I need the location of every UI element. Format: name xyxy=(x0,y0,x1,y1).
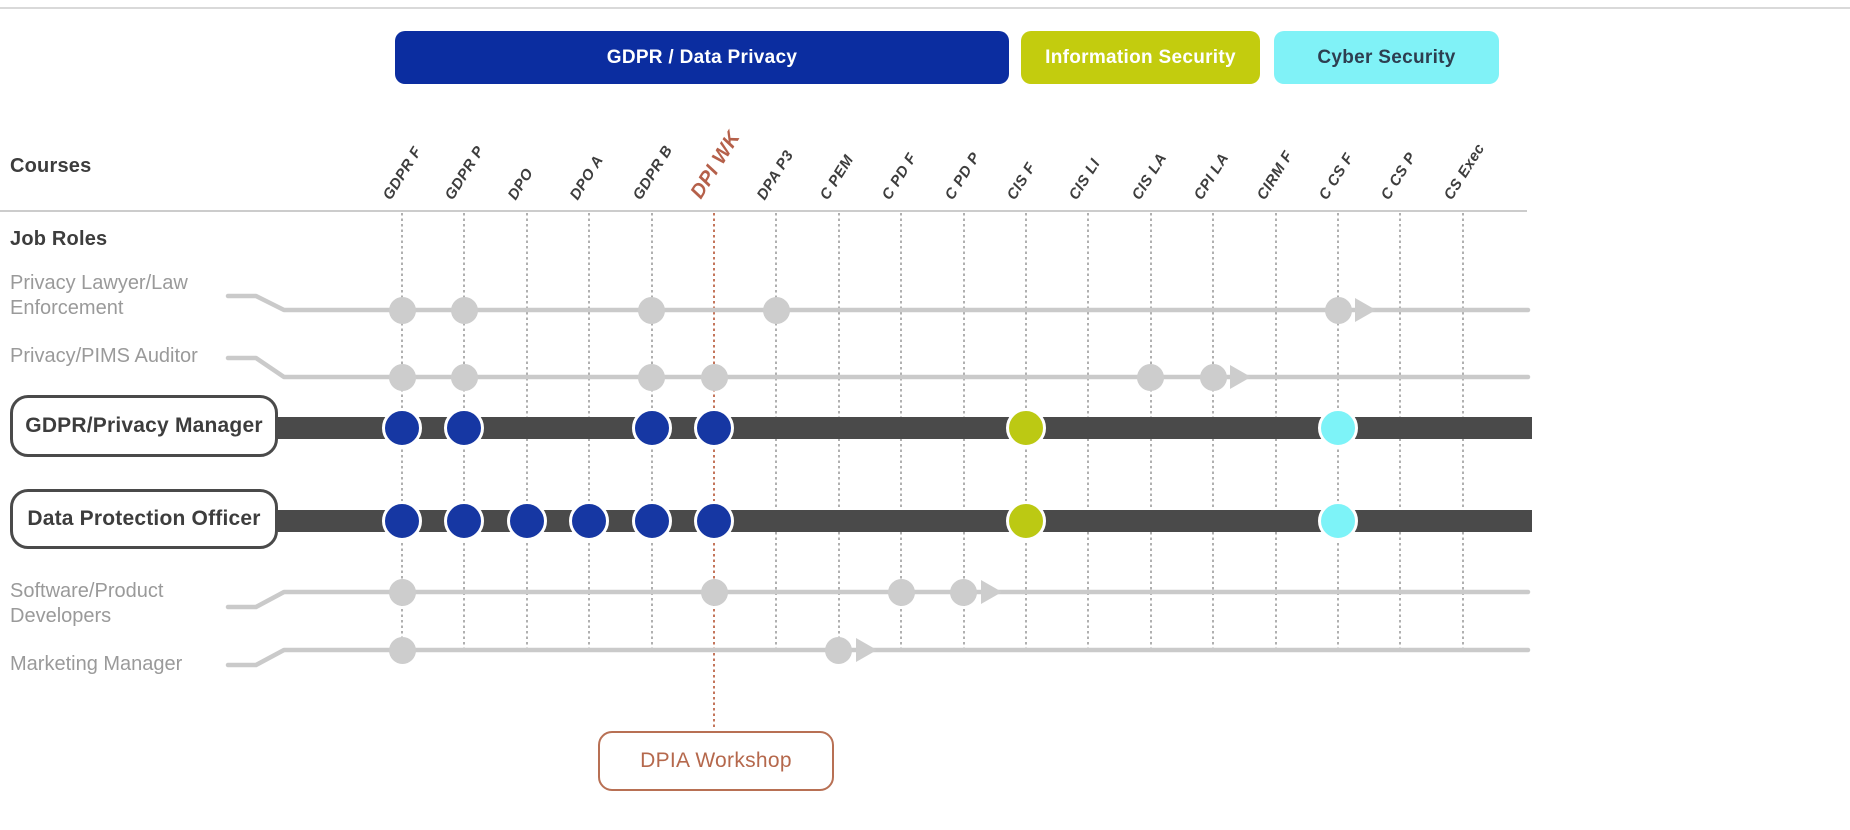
arrow-right-icon xyxy=(855,638,877,662)
course-dot xyxy=(825,636,853,664)
course-label: GDPR F xyxy=(379,143,426,203)
course-dot xyxy=(700,363,728,391)
course-dot xyxy=(1006,501,1046,541)
course-label: GDPR P xyxy=(441,143,489,203)
course-dot xyxy=(694,501,734,541)
course-label: C CS P xyxy=(1377,149,1421,203)
course-label: CPI LA xyxy=(1190,150,1233,203)
arrow-right-icon xyxy=(980,580,1002,604)
course-label: CIS LI xyxy=(1065,155,1105,203)
course-label: DPO A xyxy=(566,152,608,203)
course-dot xyxy=(450,363,478,391)
course-dot xyxy=(1006,408,1046,448)
course-dot xyxy=(388,363,416,391)
job-roles-heading: Job Roles xyxy=(10,228,108,250)
course-gridline xyxy=(713,213,715,730)
course-dot xyxy=(887,578,915,606)
role-label-line: Privacy/PIMS Auditor xyxy=(10,345,198,367)
course-label: GDPR B xyxy=(629,142,676,203)
course-dot xyxy=(762,296,790,324)
category-banner: Cyber Security xyxy=(1274,31,1499,84)
course-dot xyxy=(1137,363,1165,391)
course-dot xyxy=(694,408,734,448)
top-divider xyxy=(0,7,1850,9)
role-label: Privacy/PIMS Auditor xyxy=(10,344,198,369)
role-box: GDPR/Privacy Manager xyxy=(10,395,278,457)
arrow-right-icon xyxy=(1230,365,1252,389)
course-dot xyxy=(444,408,485,448)
role-label-line: Privacy Lawyer/Law xyxy=(10,272,188,294)
course-dot xyxy=(382,501,422,541)
role-label-line: Marketing Manager xyxy=(10,653,183,675)
course-label: CS Exec xyxy=(1440,140,1489,203)
course-label: DPI WK xyxy=(686,127,745,203)
course-label: C CS F xyxy=(1315,150,1358,203)
course-dot xyxy=(700,578,728,606)
header-divider xyxy=(0,210,1527,212)
course-label: C PEM xyxy=(816,151,858,203)
course-dot xyxy=(382,408,422,448)
course-dot xyxy=(506,501,547,541)
course-dot xyxy=(1318,501,1358,541)
course-dot xyxy=(1324,296,1352,324)
arrow-right-icon xyxy=(1355,298,1376,322)
course-dot xyxy=(638,363,666,391)
course-dot xyxy=(1199,363,1227,391)
role-track-thin xyxy=(225,589,1531,610)
course-dot xyxy=(631,501,672,541)
role-track-thin xyxy=(225,355,1531,380)
course-dot xyxy=(450,296,478,324)
course-dot xyxy=(1318,408,1358,448)
course-label: CIS LA xyxy=(1128,150,1171,203)
course-label: DPO xyxy=(504,165,537,203)
role-label-line: Developers xyxy=(10,605,112,627)
course-dot xyxy=(388,296,416,324)
course-dot xyxy=(388,636,416,664)
course-label: C PD P xyxy=(941,149,984,203)
course-label: C PD F xyxy=(878,150,921,203)
role-box: Data Protection Officer xyxy=(10,489,278,549)
workshop-callout: DPIA Workshop xyxy=(598,731,834,791)
course-label: CIRM F xyxy=(1253,148,1297,203)
role-track-thin xyxy=(225,647,1531,668)
category-banner: Information Security xyxy=(1021,31,1260,84)
workshop-label: DPIA Workshop xyxy=(640,749,792,772)
course-dot xyxy=(631,408,672,448)
course-dot xyxy=(638,296,666,324)
role-label: Marketing Manager xyxy=(10,652,182,677)
course-label: CIS F xyxy=(1003,159,1040,203)
courses-heading: Courses xyxy=(10,155,92,177)
category-banner: GDPR / Data Privacy xyxy=(395,31,1009,84)
course-dot xyxy=(950,578,978,606)
course-dot xyxy=(569,501,610,541)
role-label-line: Software/Product xyxy=(10,580,164,602)
role-track-thick xyxy=(278,417,1532,439)
role-label-line: Enforcement xyxy=(10,297,124,319)
course-dot xyxy=(444,501,485,541)
course-label: DPA P3 xyxy=(753,147,798,203)
course-dot xyxy=(388,578,416,606)
